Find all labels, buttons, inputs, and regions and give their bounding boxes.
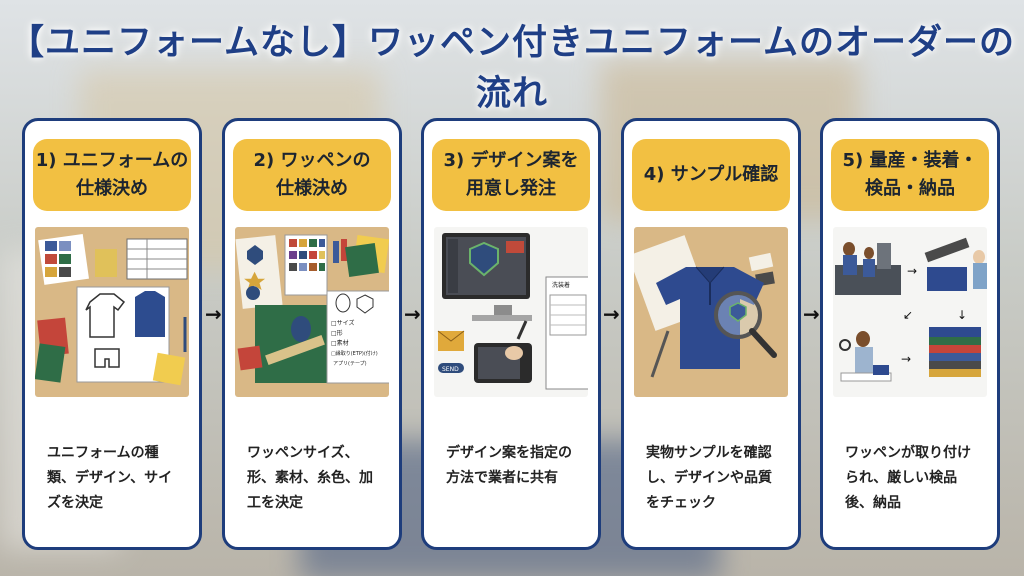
step-label-1-line2: 仕様決め	[75, 178, 148, 199]
step-label-5-line2: 検品・納品	[865, 178, 955, 199]
arrow-right-icon: →	[404, 302, 421, 326]
step-desc-4-line: し、デザインや品質	[646, 470, 772, 486]
notebook-line: □サイズ	[331, 319, 355, 327]
send-label: SEND	[442, 366, 459, 373]
step-desc-5: ワッペンが取り付け られ、厳しい検品 後、納品	[845, 441, 983, 516]
arrow-down-left-icon: ↙	[903, 308, 913, 322]
step-label-3: 3) デザイン案を 用意し発注	[432, 139, 590, 211]
order-form-title: 洗装着	[552, 281, 570, 289]
step-desc-2-line: 工を決定	[247, 495, 303, 511]
step-card-1: 1) ユニフォームの 仕様決め ユニフォームの種 類、デザイン、サイ ズを決定	[22, 118, 202, 550]
step-card-3: 3) デザイン案を 用意し発注 洗装着 SEND デザイン案を指	[421, 118, 601, 550]
step-card-4: 4) サンプル確認 実物サンプルを確認 し、デザインや品質 をチェック	[621, 118, 801, 550]
step-card-5: 5) 量産・装着・ 検品・納品 → ↙ ↓ →	[820, 118, 1000, 550]
step-desc-1: ユニフォームの種 類、デザイン、サイ ズを決定	[47, 441, 185, 516]
step-desc-1-line: ユニフォームの種	[47, 445, 159, 461]
arrow-right-icon: →	[803, 302, 820, 326]
step-label-1: 1) ユニフォームの 仕様決め	[33, 139, 191, 211]
notebook-line: □形	[331, 329, 343, 337]
step-desc-3-line: 方法で業者に共有	[446, 470, 558, 486]
step-desc-1-line: ズを決定	[47, 495, 103, 511]
step-desc-1-line: 類、デザイン、サイ	[47, 470, 173, 486]
step-card-2: 2) ワッペンの 仕様決め □サイズ □	[222, 118, 402, 550]
notebook-line: アプリ(テープ)	[333, 361, 367, 367]
step-desc-4-line: をチェック	[646, 495, 716, 511]
design-order-illustration: 洗装着 SEND	[434, 227, 588, 397]
arrow-right-icon: →	[603, 302, 620, 326]
step-label-4: 4) サンプル確認	[632, 139, 790, 211]
step-desc-2: ワッペンサイズ、 形、素材、糸色、加 工を決定	[247, 441, 385, 516]
step-desc-3: デザイン案を指定の 方法で業者に共有	[446, 441, 584, 491]
arrow-right-icon: →	[205, 302, 222, 326]
step-desc-3-line: デザイン案を指定の	[446, 445, 572, 461]
arrow-down-icon: ↓	[957, 308, 967, 322]
step-label-2: 2) ワッペンの 仕様決め	[233, 139, 391, 211]
patch-spec-illustration: □サイズ □形 □素材 □縁取り(ETP)(付け) アプリ(テープ)	[235, 227, 389, 397]
step-label-4-line1: 4) サンプル確認	[643, 164, 779, 185]
arrow-right-icon: →	[907, 264, 917, 278]
step-label-3-line1: 3) デザイン案を	[443, 150, 579, 171]
step-desc-2-line: 形、素材、糸色、加	[247, 470, 373, 486]
step-desc-5-line: られ、厳しい検品	[845, 470, 958, 486]
step-desc-5-line: 後、納品	[845, 495, 901, 511]
uniform-spec-illustration	[35, 227, 189, 397]
step-desc-2-line: ワッペンサイズ、	[247, 445, 359, 461]
notebook-line: □縁取り(ETP)(付け)	[331, 350, 378, 357]
step-label-2-line2: 仕様決め	[276, 178, 348, 199]
step-desc-4: 実物サンプルを確認 し、デザインや品質 をチェック	[646, 441, 784, 516]
arrow-right-icon: →	[901, 352, 911, 366]
sample-check-illustration	[634, 227, 788, 397]
step-label-3-line2: 用意し発注	[466, 178, 556, 199]
step-desc-4-line: 実物サンプルを確認	[646, 445, 772, 461]
notebook-line: □素材	[331, 339, 349, 347]
production-delivery-illustration: → ↙ ↓ →	[833, 227, 987, 397]
page-title: 【ユニフォームなし】ワッペン付きユニフォームのオーダーの流れ	[9, 23, 1015, 114]
step-desc-5-line: ワッペンが取り付け	[845, 445, 971, 461]
step-label-2-line1: 2) ワッペンの	[253, 150, 371, 171]
step-label-5-line1: 5) 量産・装着・	[842, 150, 978, 171]
step-label-5: 5) 量産・装着・ 検品・納品	[831, 139, 989, 211]
step-label-1-line1: 1) ユニフォームの	[35, 150, 189, 171]
